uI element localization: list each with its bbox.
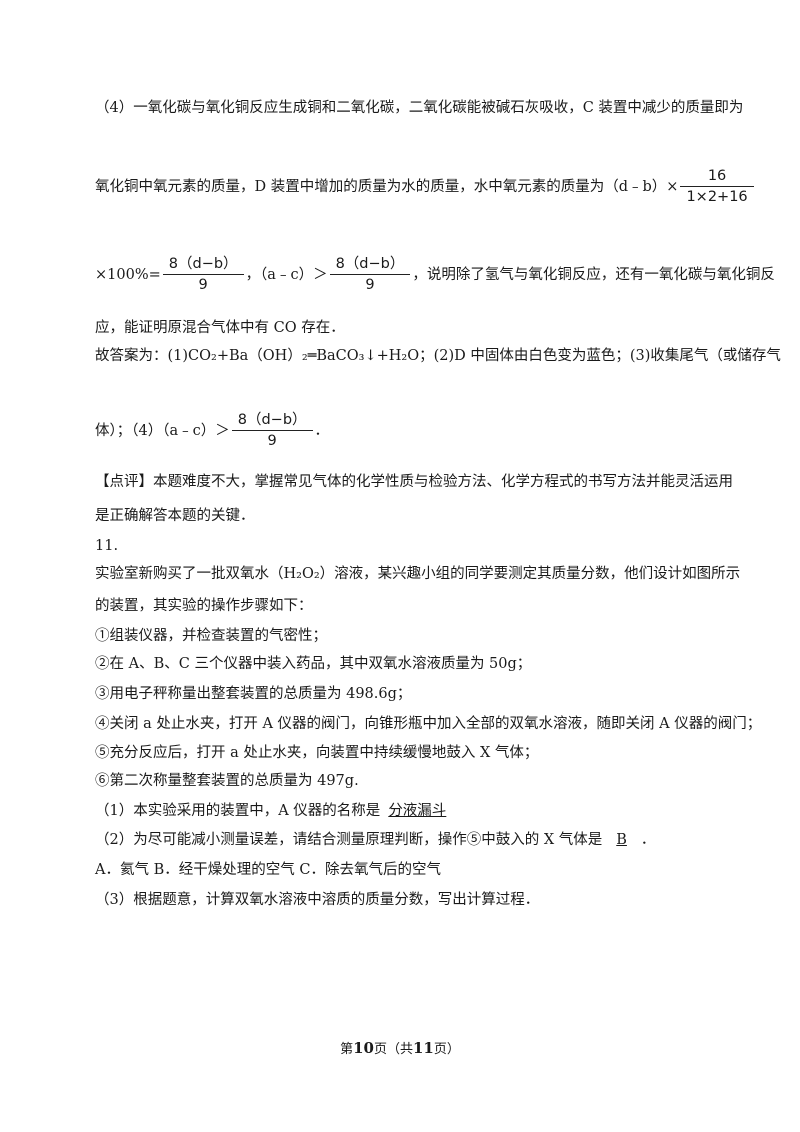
sub-question-2: （2）为尽可能减小测量误差，请结合测量原理判断，操作⑤中鼓入的 X 气体是 B ． <box>95 830 655 850</box>
fraction-denominator: 9 <box>198 277 208 293</box>
step-5: ⑤充分反应后，打开 a 处止水夹，向装置中持续缓慢地鼓入 X 气体； <box>95 745 539 761</box>
footer-total-pages: 11 <box>413 1039 434 1057</box>
step-3: ③用电子秤称量出整套装置的总质量为 498.6g； <box>95 686 412 702</box>
footer-suffix: 页） <box>433 1042 460 1057</box>
step-1: ①组装仪器，并检查装置的气密性； <box>95 628 327 644</box>
answer-line-2-prefix: 体）；（4）（a﹣c）＞ <box>95 423 230 439</box>
answer-options: A．氦气 B．经干燥处理的空气 C．除去氧气后的空气 <box>95 862 441 878</box>
answer-line-2-suffix: ． <box>314 423 330 439</box>
question-intro-2: 的装置，其实验的操作步骤如下： <box>95 598 313 614</box>
answer-blank-2: B <box>616 832 627 848</box>
solution-line-4: 应，能证明原混合气体中有 CO 存在． <box>95 320 345 336</box>
answer-blank-1: 分液漏斗 <box>388 803 447 819</box>
solution-line-2-text: 氧化铜中氧元素的质量，D 装置中增加的质量为水的质量，水中氧元素的质量为（d﹣b… <box>95 179 679 195</box>
footer-middle: 页（共 <box>373 1042 413 1057</box>
fraction-numerator: 8（d−b） <box>231 412 313 431</box>
fraction-denominator: 1×2+16 <box>686 189 748 205</box>
footer-page-number: 10 <box>353 1039 374 1057</box>
solution-line-3: ×100%=8（d−b）9，（a﹣c）＞8（d−b）9，说明除了氢气与氧化铜反应… <box>95 256 775 294</box>
solution-line-2: 氧化铜中氧元素的质量，D 装置中增加的质量为水的质量，水中氧元素的质量为（d﹣b… <box>95 168 756 206</box>
fraction-denominator: 9 <box>365 277 375 293</box>
sub-question-3: （3）根据题意，计算双氧水溶液中溶质的质量分数，写出计算过程． <box>95 892 540 908</box>
answer-line: 故答案为：(1)CO₂+Ba（OH）₂═BaCO₃↓+H₂O；(2)D 中固体由… <box>95 348 781 364</box>
fraction-denominator: 9 <box>267 433 277 449</box>
fraction-numerator: 16 <box>680 168 754 187</box>
question-intro-1: 实验室新购买了一批双氧水（H₂O₂）溶液，某兴趣小组的同学要测定其质量分数，他们… <box>95 566 741 582</box>
sub-question-2-end: ． <box>640 832 656 848</box>
sub-question-2-text: （2）为尽可能减小测量误差，请结合测量原理判断，操作⑤中鼓入的 X 气体是 <box>95 832 603 848</box>
fraction-numerator: 8（d−b） <box>162 256 244 275</box>
comment-line-1: 【点评】本题难度不大，掌握常见气体的化学性质与检验方法、化学方程式的书写方法并能… <box>95 474 733 490</box>
solution-line-1: （4）一氧化碳与氧化铜反应生成铜和二氧化碳，二氧化碳能被碱石灰吸收，C 装置中减… <box>95 100 744 116</box>
sub-question-1: （1）本实验采用的装置中，A 仪器的名称是分液漏斗 <box>95 801 454 821</box>
step-4: ④关闭 a 处止水夹，打开 A 仪器的阀门，向锥形瓶中加入全部的双氧水溶液，随即… <box>95 716 762 732</box>
step-2: ②在 A、B、C 三个仪器中装入药品，其中双氧水溶液质量为 50g； <box>95 656 532 672</box>
question-number: 11. <box>95 538 119 554</box>
fraction-8db-over-9: 8（d−b） 9 <box>329 256 411 294</box>
comment-line-2: 是正确解答本题的关键． <box>95 508 255 524</box>
step-6: ⑥第二次称量整套装置的总质量为 497g. <box>95 773 359 789</box>
footer-prefix: 第 <box>340 1042 354 1057</box>
comparison-text: ，（a﹣c）＞ <box>245 267 328 283</box>
fraction-16-over-18: 16 1×2+16 <box>680 168 754 206</box>
answer-line-2: 体）；（4）（a﹣c）＞8（d−b） 9 ． <box>95 412 329 450</box>
fraction-numerator: 8（d−b） <box>329 256 411 275</box>
sub-question-1-text: （1）本实验采用的装置中，A 仪器的名称是 <box>95 803 381 819</box>
page-footer: 第10页（共11页） <box>0 1038 800 1057</box>
conclusion-text: ，说明除了氢气与氧化铜反应，还有一氧化碳与氧化铜反 <box>412 267 775 283</box>
fraction-8db-over-9: 8（d−b） 9 <box>231 412 313 450</box>
fraction-8db-over-9: 8（d−b） 9 <box>162 256 244 294</box>
percent-prefix: ×100%= <box>95 267 161 283</box>
